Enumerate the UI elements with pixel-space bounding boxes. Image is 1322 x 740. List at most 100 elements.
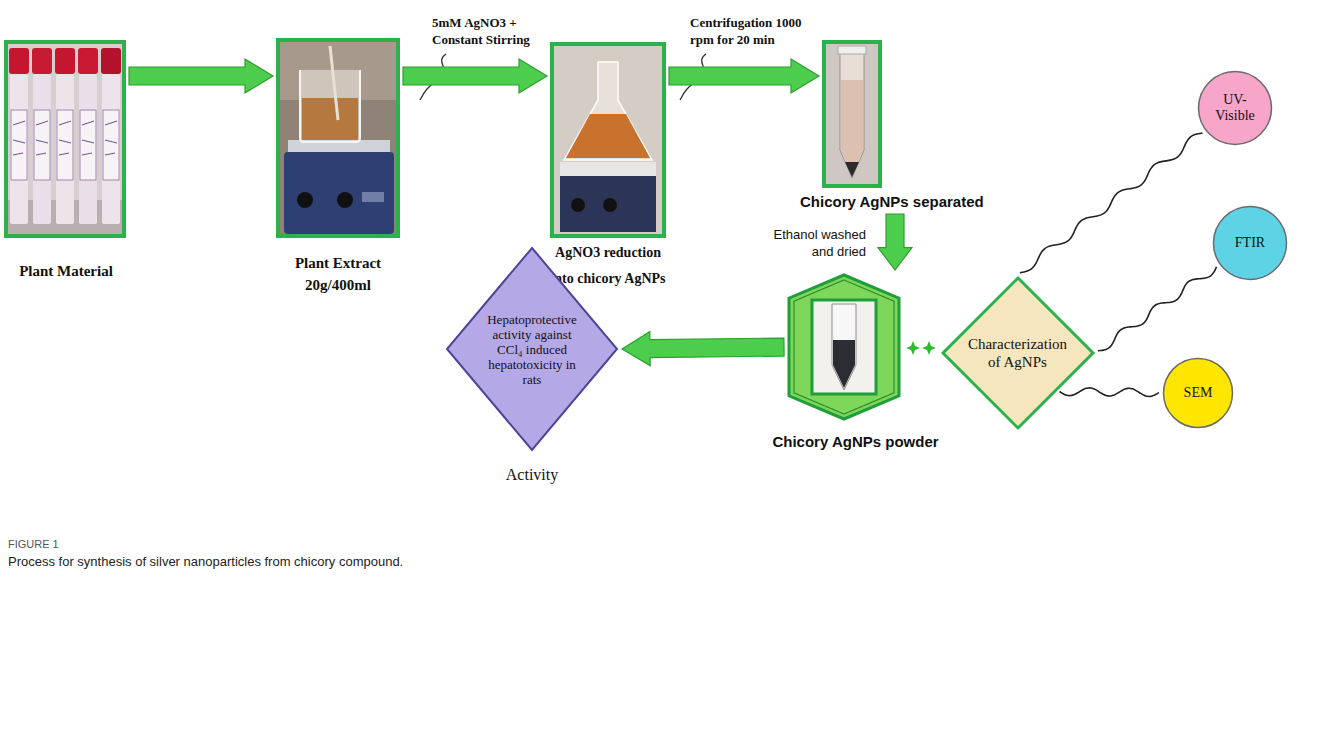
text-holder: UV-Visible bbox=[1209, 92, 1261, 124]
flow-arrow bbox=[403, 59, 547, 93]
circle-frame: SEM bbox=[1162, 357, 1234, 429]
circle-frame: FTIR bbox=[1212, 205, 1288, 281]
step-label: Plant Extract 20g/400ml bbox=[272, 252, 404, 296]
powder-tube-photo bbox=[810, 298, 878, 396]
plus-stars-part bbox=[922, 341, 936, 355]
photo-frame bbox=[550, 42, 666, 238]
plant-material-photo-part bbox=[56, 74, 74, 224]
diamond-text: Characterization of AgNPs bbox=[963, 335, 1073, 371]
plant-extract-photo-part bbox=[337, 192, 353, 208]
step-condition: 5mM AgNO3 + Constant Stirring bbox=[432, 14, 552, 48]
activity-diamond: Hepatoprotective activity against CCl₄ i… bbox=[439, 246, 625, 484]
diamond-frame: Characterization of AgNPs bbox=[940, 275, 1096, 431]
diamond-outline bbox=[943, 278, 1093, 428]
plant-material-photo-part bbox=[36, 121, 48, 155]
plant-material-photo-part bbox=[80, 110, 96, 180]
diamond-caption: Activity bbox=[439, 466, 625, 484]
plant-extract-photo-part bbox=[284, 152, 394, 234]
powder-tube-photo-part bbox=[832, 304, 856, 390]
connector-group bbox=[669, 59, 819, 93]
text-holder: Characterization of AgNPs bbox=[963, 335, 1073, 371]
text-holder: Hepatoprotective activity against CCl₄ i… bbox=[482, 312, 582, 387]
diamond-outline bbox=[447, 248, 617, 450]
connector-group bbox=[878, 214, 912, 270]
step-condition: Ethanol washed and dried bbox=[766, 226, 866, 260]
circle-outline bbox=[1199, 72, 1272, 145]
photo-step: Chicory AgNPs separated bbox=[795, 40, 1000, 211]
plant-material-photo-part bbox=[32, 48, 52, 74]
method-label: UV-Visible bbox=[1209, 92, 1261, 124]
plant-extract-photo-part bbox=[297, 192, 313, 208]
method-label: SEM bbox=[1168, 385, 1228, 401]
reduction-flask-photo-part bbox=[571, 198, 585, 212]
characterization-diamond: Characterization of AgNPs bbox=[940, 275, 1096, 431]
plant-material-photo-part bbox=[10, 74, 28, 224]
photo-step: Plant Extract 20g/400ml bbox=[272, 38, 404, 296]
plant-extract-photo-part bbox=[302, 98, 358, 140]
plant-material-photo-part bbox=[101, 48, 121, 74]
flow-arrow bbox=[669, 59, 819, 93]
plant-extract-photo-part bbox=[300, 70, 360, 142]
powder-tube-photo-part bbox=[833, 340, 855, 388]
step-label: Chicory AgNPs separated bbox=[795, 193, 1000, 211]
step-label: AgNO3 reduction into chicory AgNPs bbox=[546, 240, 670, 292]
wavy-connector bbox=[1020, 133, 1203, 273]
flow-arrow bbox=[878, 214, 912, 270]
hexagon-outline bbox=[789, 275, 899, 419]
figure-number: FIGURE 1 bbox=[8, 538, 59, 550]
circle-outline bbox=[1164, 359, 1233, 428]
centrifuge-tube-photo-part bbox=[845, 162, 859, 177]
method-circle: SEM bbox=[1162, 357, 1234, 429]
photo-step: AgNO3 reduction into chicory AgNPs bbox=[546, 42, 670, 292]
plant-material-photo-part bbox=[59, 121, 71, 155]
plant-material-photo-part bbox=[57, 110, 73, 180]
flow-arrow bbox=[129, 59, 273, 93]
reduction-flask-photo-part bbox=[552, 44, 664, 236]
product-hexagon: Chicory AgNPs powder bbox=[758, 273, 953, 451]
connector-group bbox=[1098, 267, 1217, 351]
plant-material-photo-part bbox=[78, 48, 98, 74]
step-label: Chicory AgNPs powder bbox=[758, 433, 953, 451]
figure-caption: Process for synthesis of silver nanopart… bbox=[8, 554, 403, 569]
centrifuge-tube-photo-part bbox=[838, 46, 866, 54]
plus-stars bbox=[906, 341, 936, 355]
plant-material-photo-part bbox=[13, 121, 25, 155]
photo-frame bbox=[822, 40, 882, 188]
plant-material-photo-part bbox=[102, 74, 120, 224]
plant-material-photo-part bbox=[34, 110, 50, 180]
step-condition: Centrifugation 1000 rpm for 20 min bbox=[690, 14, 810, 48]
shape-outline bbox=[787, 273, 901, 421]
plant-material-photo-part bbox=[79, 74, 97, 224]
diamond-frame: Hepatoprotective activity against CCl₄ i… bbox=[445, 246, 619, 452]
hexagon-frame bbox=[787, 273, 901, 421]
plant-material-photo bbox=[6, 42, 124, 236]
reduction-flask-photo-part bbox=[560, 162, 656, 176]
connector-group bbox=[622, 332, 784, 366]
centrifuge-tube-photo bbox=[824, 42, 880, 186]
reduction-flask-photo-part bbox=[603, 198, 617, 212]
wavy-connector bbox=[1060, 388, 1160, 397]
centrifuge-tube-photo-part bbox=[824, 42, 880, 186]
photo-frame bbox=[276, 38, 400, 238]
wavy-connector bbox=[1098, 267, 1217, 351]
connector-group bbox=[1060, 388, 1160, 397]
centrifuge-tube-photo-part bbox=[841, 80, 863, 175]
connector-group bbox=[403, 59, 547, 93]
diamond-text: Hepatoprotective activity against CCl₄ i… bbox=[482, 312, 582, 387]
shape-outline bbox=[940, 275, 1096, 431]
plant-material-photo-part bbox=[82, 121, 94, 155]
plant-extract-photo bbox=[278, 40, 398, 236]
circle-outline bbox=[1214, 207, 1287, 280]
plus-stars-part bbox=[906, 341, 920, 355]
reduction-flask-photo-part bbox=[566, 114, 650, 158]
centrifuge-tube-photo-part bbox=[840, 52, 864, 178]
plant-material-photo-part bbox=[9, 48, 29, 74]
plant-extract-photo-part bbox=[330, 46, 338, 120]
step-label: Plant Material bbox=[2, 262, 130, 280]
plant-material-photo-part bbox=[55, 48, 75, 74]
text-holder: SEM bbox=[1168, 385, 1228, 401]
photo-step: Plant Material bbox=[2, 40, 130, 280]
method-label: FTIR bbox=[1220, 235, 1280, 251]
